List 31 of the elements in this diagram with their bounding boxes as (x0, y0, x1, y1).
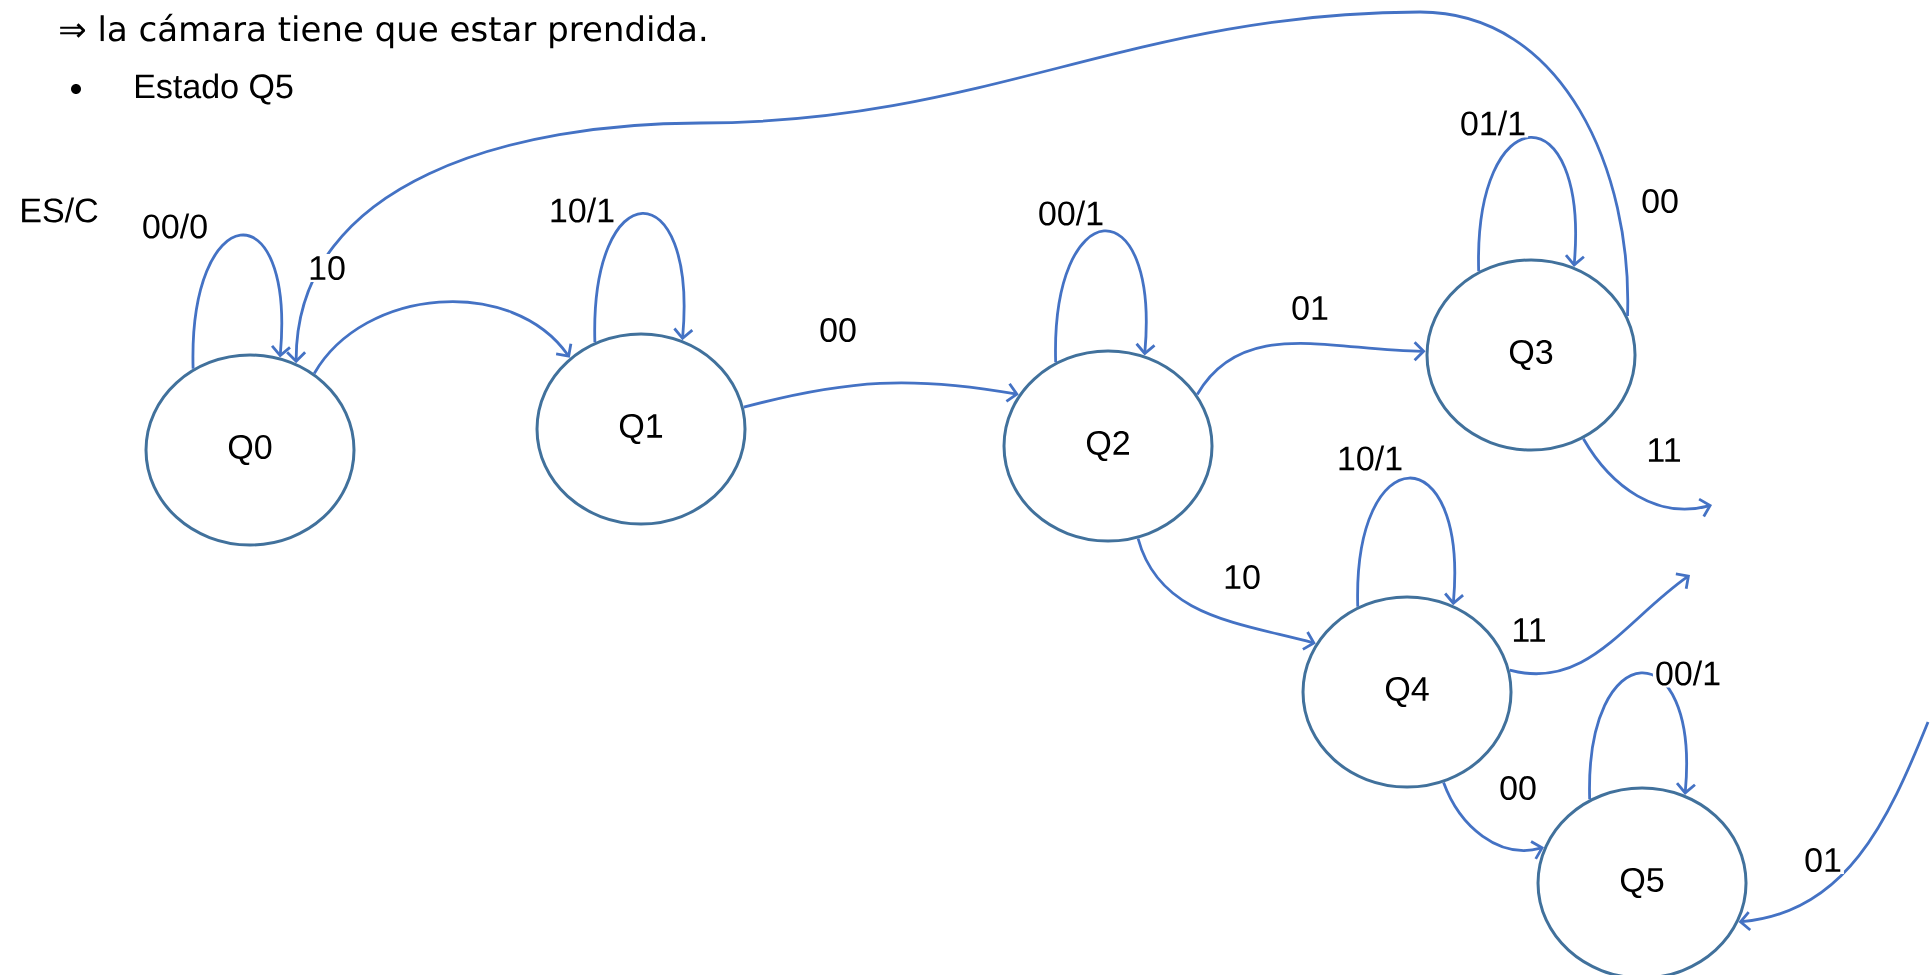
edge-label: 10 (1221, 562, 1263, 592)
self-loop-arrow (1356, 477, 1464, 607)
edge-label: 01 (1802, 845, 1844, 875)
edge-label: 01/1 (1457, 108, 1529, 138)
transition-arrow (1738, 721, 1930, 932)
transition-arrow (286, 10, 1629, 364)
self-loop-arrow (1588, 671, 1696, 800)
note-text: Estado Q5 (136, 73, 293, 105)
edge-label: 00/0 (139, 211, 211, 241)
edge-label: 10/1 (1334, 443, 1406, 473)
self-loop-arrow (191, 234, 291, 369)
transition-arrow (1509, 572, 1691, 675)
self-loop-arrow (1054, 229, 1156, 363)
note-text: ⇒ la cámara tiene que estar prendida. (60, 13, 706, 49)
edge-label: 00/1 (1035, 198, 1107, 228)
edge-label: 00 (1639, 186, 1681, 216)
edge-label: 10/1 (546, 195, 618, 225)
edge-label: 00/1 (1652, 658, 1724, 688)
edge-label: 01 (1289, 293, 1331, 323)
transition-arrow (1582, 438, 1713, 518)
self-loop-arrow (1477, 136, 1585, 272)
edge-label: 00 (817, 315, 859, 345)
note-text: ES/C (22, 197, 98, 223)
transition-arrow (743, 381, 1019, 409)
transition-arrow (313, 300, 573, 375)
transition-arrow (1196, 341, 1426, 396)
self-loop-arrow (593, 212, 694, 343)
transition-arrow (1442, 782, 1544, 860)
transition-arrow (1136, 538, 1316, 651)
edge-label: 10 (306, 253, 348, 283)
edge-label: 11 (1644, 436, 1684, 464)
